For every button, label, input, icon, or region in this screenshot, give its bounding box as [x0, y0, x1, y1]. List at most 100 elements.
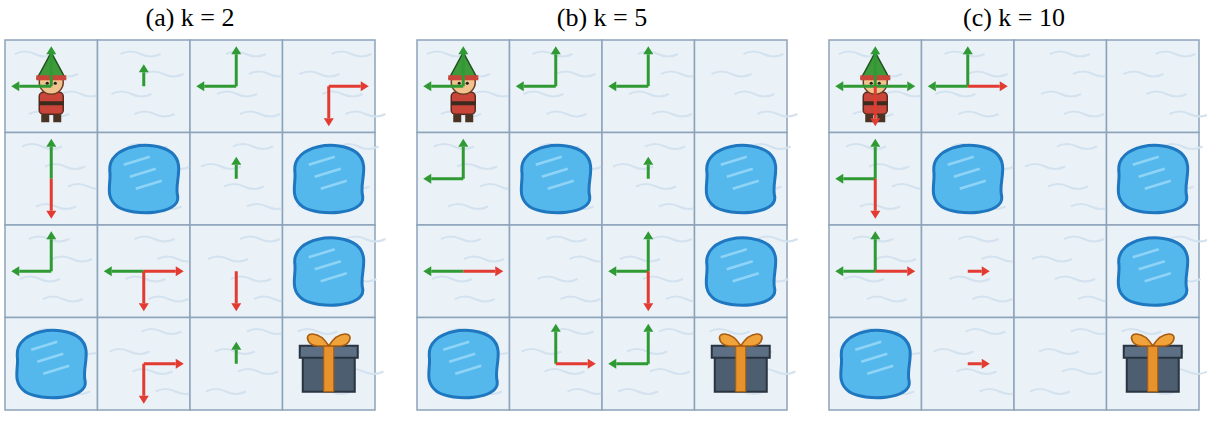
policy-arrow	[874, 86, 877, 118]
arrow-head	[11, 266, 19, 276]
ice-hole	[933, 145, 1003, 212]
arrow-head	[551, 46, 561, 54]
ice-tile	[98, 225, 191, 318]
ice-tile	[190, 225, 283, 318]
arrow-head	[835, 81, 843, 91]
ice-tile	[190, 40, 283, 133]
arrow-head	[643, 231, 653, 239]
ice-tile	[98, 133, 191, 226]
ice-hole	[1118, 238, 1188, 305]
snow-streak	[455, 297, 495, 302]
hole-shine	[309, 249, 335, 257]
ice-hole	[429, 330, 499, 397]
ice-tile	[922, 40, 1015, 133]
hole-shine	[130, 169, 156, 177]
snow-streak	[867, 297, 907, 302]
policy-arrow	[235, 54, 238, 86]
snow-streak	[1025, 164, 1065, 169]
snow-streak	[710, 329, 750, 334]
panel-heading: (a) k = 2	[5, 2, 375, 34]
hole-shine	[1139, 169, 1165, 177]
arrow-head	[196, 81, 204, 91]
gift-goal	[300, 334, 358, 392]
policy-arrow	[50, 179, 53, 211]
policy-arrow	[329, 85, 361, 88]
snow-streak	[133, 369, 173, 374]
arrow-head	[551, 324, 561, 332]
policy-arrow	[431, 270, 463, 273]
ice-tile	[602, 225, 695, 318]
snow-streak	[300, 72, 340, 77]
snow-streak	[238, 369, 278, 374]
snow-streak	[934, 349, 974, 354]
arrow-head	[982, 359, 990, 369]
snow-streak	[712, 72, 752, 77]
ice-hole	[1118, 145, 1188, 212]
snow-streak	[973, 297, 1013, 302]
hole-shine	[855, 342, 881, 350]
policy-arrow	[142, 72, 145, 86]
arrow-head	[139, 396, 149, 404]
snow-streak	[545, 369, 585, 374]
policy-arrow	[616, 85, 648, 88]
hole-shine	[954, 169, 980, 177]
hole-shine	[31, 342, 57, 350]
hole-shine	[315, 169, 341, 177]
arrow-head	[907, 266, 915, 276]
snow-streak	[547, 112, 587, 117]
ice-tile	[829, 40, 922, 133]
snow-streak	[240, 112, 280, 117]
hole-shine	[536, 157, 562, 165]
policy-arrow	[874, 54, 877, 86]
hole-shine	[124, 157, 150, 165]
ice-hole	[294, 238, 364, 305]
snow-streak	[1170, 112, 1207, 117]
snow-streak	[936, 92, 976, 97]
arrow-head	[928, 81, 936, 91]
snow-streak	[556, 72, 596, 77]
snow-streak	[650, 369, 690, 374]
snow-streak	[126, 277, 166, 282]
ice-tile	[922, 225, 1015, 318]
snow-streak	[332, 52, 372, 57]
hole-shine	[443, 342, 469, 350]
snow-streak	[966, 329, 1006, 334]
arrow-head	[176, 359, 184, 369]
policy-arrow	[843, 85, 875, 88]
policy-arrow	[204, 85, 236, 88]
hole-shine	[321, 273, 347, 281]
arrow-head	[458, 139, 468, 147]
snow-streak	[659, 329, 699, 334]
snow-streak	[1050, 52, 1090, 57]
snow-streak	[744, 52, 784, 57]
policy-arrow	[19, 85, 51, 88]
hole-shine	[1145, 273, 1171, 281]
snow-streak	[885, 92, 925, 97]
snow-streak	[1124, 72, 1164, 77]
snow-streak	[957, 369, 997, 374]
ice-tile	[283, 225, 376, 318]
arrow-head	[139, 303, 149, 311]
policy-arrow	[50, 54, 53, 86]
ice-tile	[98, 318, 191, 411]
ice-tile	[417, 133, 510, 226]
arrow-head	[46, 46, 56, 54]
policy-arrow	[462, 54, 465, 86]
policy-arrow	[142, 271, 145, 303]
ice-tile	[5, 225, 98, 318]
snow-streak	[1062, 369, 1102, 374]
ice-tile	[829, 225, 922, 318]
hole-shine	[37, 354, 63, 362]
snow-streak	[61, 92, 101, 97]
policy-arrow	[144, 270, 176, 273]
grid-panel	[5, 40, 386, 410]
snow-streak	[432, 277, 472, 282]
snow-streak	[629, 92, 669, 97]
ice-tile	[283, 40, 376, 133]
snow-streak	[448, 204, 488, 209]
snow-streak	[968, 72, 1008, 77]
snow-streak	[43, 297, 83, 302]
arrow-head	[324, 118, 334, 126]
ice-tile	[510, 318, 603, 411]
snow-streak	[1057, 144, 1097, 149]
